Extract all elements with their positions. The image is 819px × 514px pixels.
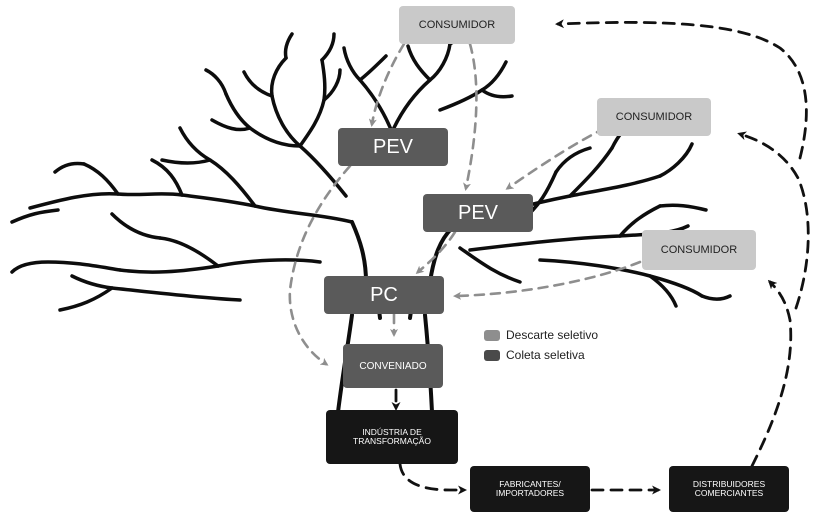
pev-box-2: PEV: [423, 194, 533, 232]
descarte-arrows: [288, 42, 642, 366]
arrow-pev1-to-conveniado: [288, 164, 352, 366]
arrow-consumidor3-to-pc: [453, 260, 642, 300]
arrow-distribuidores-to-consumidor2: [737, 131, 810, 310]
industria-box: INDÚSTRIA DE TRANSFORMAÇÃO: [326, 410, 458, 464]
arrow-pev2-to-pc: [415, 230, 457, 274]
legend-swatch-coleta: [484, 349, 500, 361]
industria-label-line1: INDÚSTRIA DE: [362, 426, 422, 437]
conveniado-label: CONVENIADO: [359, 360, 427, 372]
pev-box-1: PEV: [338, 128, 448, 166]
consumidor-label: CONSUMIDOR: [660, 243, 738, 256]
tree-branches: [10, 12, 732, 312]
industria-label-line2: TRANSFORMAÇÃO: [353, 436, 431, 446]
distribuidores-label-line2: COMERCIANTES: [694, 488, 764, 498]
legend-label-descarte: Descarte seletivo: [506, 328, 599, 342]
conveniado-box: CONVENIADO: [343, 344, 443, 388]
pc-box: PC: [324, 276, 444, 314]
coleta-arrows: [391, 19, 810, 495]
consumidor-label: CONSUMIDOR: [418, 18, 496, 31]
consumidor-box-top: CONSUMIDOR: [399, 6, 515, 44]
pev-label: PEV: [372, 136, 414, 158]
consumidor-box-lower: CONSUMIDOR: [642, 230, 756, 270]
arrow-consumidor1-to-pev1: [368, 42, 406, 127]
consumidor-label: CONSUMIDOR: [615, 110, 693, 123]
arrow-consumidor2-to-pev2: [505, 126, 607, 190]
pc-label: PC: [370, 284, 398, 306]
pev-label: PEV: [457, 202, 499, 224]
legend-coleta: Coleta seletiva: [484, 348, 585, 362]
legend-label-coleta: Coleta seletiva: [506, 348, 585, 362]
arrow-distribuidores-to-consumidor1: [555, 19, 808, 160]
arrow-industria-to-fabricantes: [398, 462, 467, 495]
fabricantes-label-line2: IMPORTADORES: [495, 488, 565, 498]
arrow-consumidor1-to-pev2: [463, 42, 478, 191]
fabricantes-label-line1: FABRICANTES/: [499, 478, 561, 489]
consumidor-box-right: CONSUMIDOR: [597, 98, 711, 136]
fabricantes-box: FABRICANTES/ IMPORTADORES: [470, 466, 590, 512]
arrow-distribuidores-to-consumidor3: [750, 279, 793, 468]
distribuidores-box: DISTRIBUIDORES COMERCIANTES: [669, 466, 789, 512]
legend-swatch-descarte: [484, 329, 500, 341]
legend-descarte: Descarte seletivo: [484, 328, 598, 342]
distribuidores-label-line1: DISTRIBUIDORES: [692, 478, 766, 489]
